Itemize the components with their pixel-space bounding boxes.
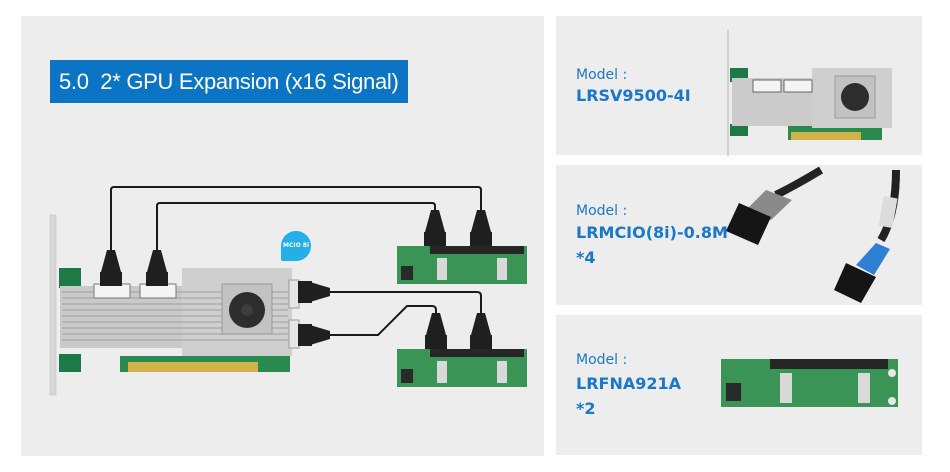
model-name: LRSV9500-4I — [576, 86, 691, 105]
component-panel-cable: Model : LRMCIO(8i)-0.8M *4 — [556, 165, 922, 305]
mcio-8i-badge: MCIO 8i — [281, 231, 311, 261]
riser-board-bottom — [397, 313, 527, 387]
diagram-panel: 5.0 2* GPU Expansion (x16 Signal) — [21, 16, 544, 456]
model-name: LRFNA921A — [576, 374, 681, 393]
card-pcb-bottom-left — [59, 354, 81, 372]
mcio-port-4 — [288, 319, 300, 349]
component-panel-adapter: Model : LRSV9500-4I — [556, 16, 922, 156]
model-info: Model : LRSV9500-4I — [576, 67, 691, 105]
model-info: Model : LRMCIO(8i)-0.8M *4 — [576, 203, 728, 267]
mcio-port-1 — [93, 283, 131, 299]
connector-3 — [310, 282, 330, 302]
cable-line-2 — [156, 202, 436, 252]
cable-line-4 — [330, 305, 437, 336]
connector-2 — [147, 250, 167, 272]
cable-line-3 — [330, 291, 482, 313]
model-label: Model : — [576, 67, 628, 83]
cable-lines — [110, 186, 482, 336]
card-bracket — [49, 214, 57, 396]
pcie-adapter-card-image — [727, 30, 892, 156]
card-gold-fingers — [128, 362, 258, 372]
connector-4 — [310, 325, 330, 345]
cable-line-1 — [110, 186, 482, 252]
model-name: LRMCIO(8i)-0.8M — [576, 223, 728, 242]
component-panel-riser: Model : LRFNA921A *2 — [556, 315, 922, 455]
riser-board-image — [721, 359, 898, 407]
page-title: 5.0 2* GPU Expansion (x16 Signal) — [50, 60, 408, 103]
mcio-cable-image — [726, 166, 900, 303]
model-info: Model : LRFNA921A *2 — [576, 352, 681, 418]
model-quantity: *2 — [576, 399, 596, 418]
cable-connectors-host — [100, 250, 330, 346]
card-pcb-top-left — [59, 268, 81, 288]
mcio-port-3 — [288, 279, 300, 309]
connector-1 — [101, 250, 121, 272]
host-card — [49, 214, 300, 396]
model-quantity: *4 — [576, 248, 596, 267]
mcio-port-2 — [139, 283, 177, 299]
model-label: Model : — [576, 203, 628, 219]
model-label: Model : — [576, 352, 628, 368]
riser-board-top — [397, 210, 527, 284]
